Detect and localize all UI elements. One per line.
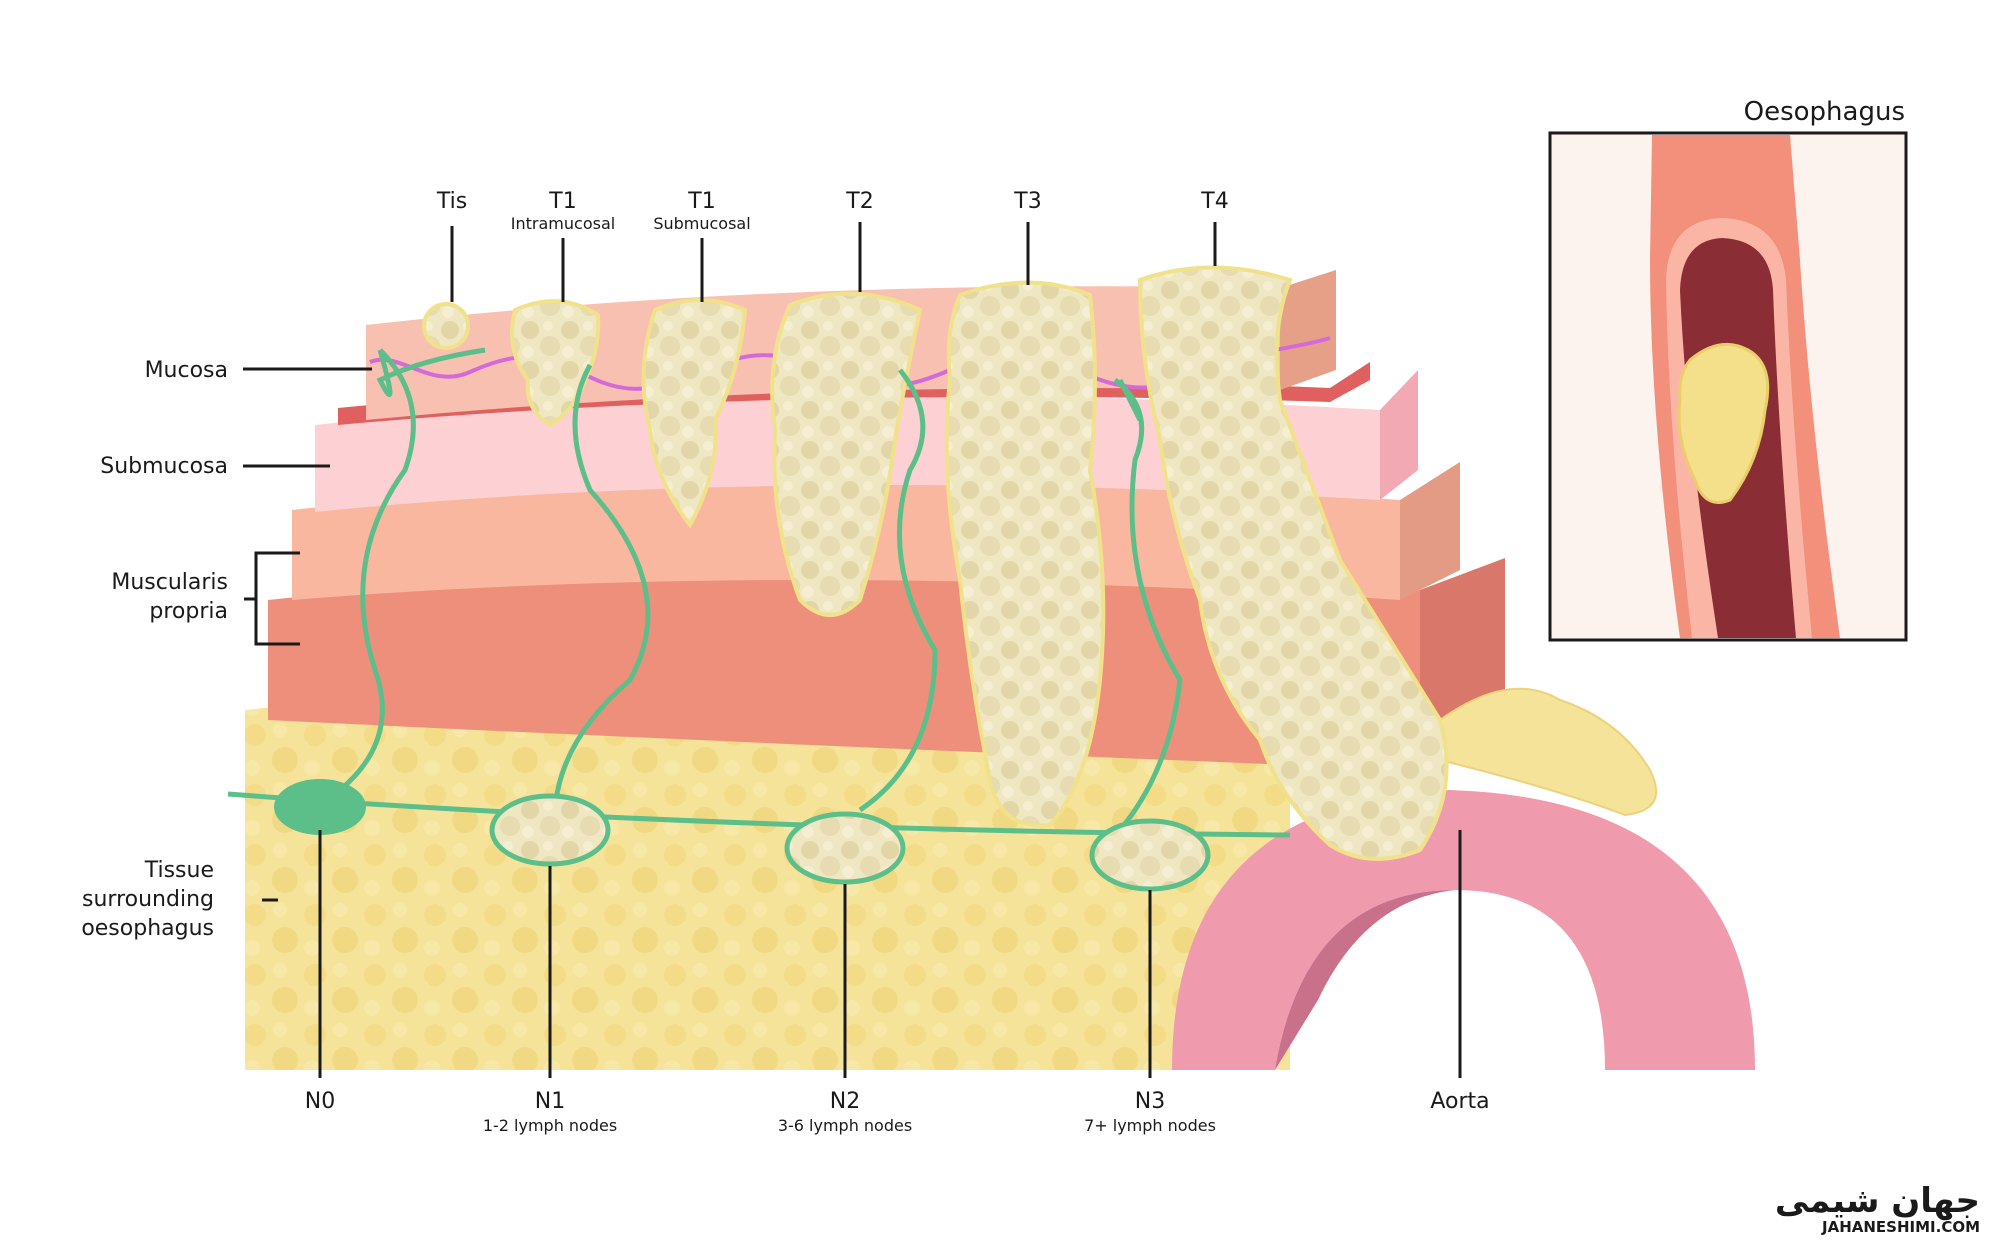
t-stage-t1a-sublabel: Intramucosal — [511, 214, 615, 233]
t-stage-t1b-label: T1 — [687, 189, 715, 214]
n-stage-n0-label: N0 — [305, 1089, 335, 1114]
watermark-arabic: جهان شیمی — [1775, 1181, 1980, 1221]
layer-label-mucosa: Mucosa — [145, 358, 228, 383]
n-stage-n1-sublabel: 1-2 lymph nodes — [483, 1116, 617, 1135]
lymph-node-n1 — [489, 793, 611, 867]
t-stage-tis-label: Tis — [436, 189, 467, 214]
layer-label-submucosa: Submucosa — [100, 454, 228, 479]
aorta-label: Aorta — [1430, 1089, 1489, 1114]
layer-label-muscularis-2: propria — [149, 599, 228, 624]
muscularis-outer-layer — [268, 569, 1420, 770]
layer-label-tissue-3: oesophagus — [81, 916, 214, 941]
tumour-t4 — [1137, 265, 1449, 861]
submucosa-side — [1380, 370, 1418, 500]
tumour-t2 — [770, 291, 923, 617]
oesophagus-inset: Oesophagus — [1548, 97, 1908, 642]
layer-label-tissue-1: Tissue — [144, 858, 214, 883]
n-stage-n3-sublabel: 7+ lymph nodes — [1084, 1116, 1216, 1135]
layer-leaders — [243, 367, 372, 902]
t-stage-t3-label: T3 — [1013, 189, 1041, 214]
n-stage-n2-sublabel: 3-6 lymph nodes — [778, 1116, 912, 1135]
inset-title: Oesophagus — [1744, 97, 1905, 127]
aorta-inner-shade — [1275, 890, 1455, 1070]
lymph-node-n2 — [784, 811, 906, 885]
tumour-tis — [422, 302, 470, 350]
muscularis-inner-side — [1400, 462, 1460, 600]
layer-label-tissue-2: surrounding — [82, 887, 214, 912]
tumour-t3 — [944, 280, 1106, 828]
layer-label-muscularis-1: Muscularis — [111, 570, 228, 595]
t-stage-leaders — [450, 222, 1217, 302]
t-stage-t4-label: T4 — [1200, 189, 1228, 214]
tumours — [422, 265, 1449, 861]
inset-tumour — [1677, 342, 1770, 504]
aorta-vessel — [1172, 790, 1755, 1070]
lymph-node-n0 — [274, 779, 366, 835]
watermark-latin: JAHANESHIMI.COM — [1821, 1218, 1980, 1236]
t-stage-t1a-label: T1 — [548, 189, 576, 214]
t-stage-t2-label: T2 — [845, 189, 873, 214]
t-stage-t1b-sublabel: Submucosal — [653, 214, 750, 233]
tumour-t1-submucosal — [641, 298, 748, 529]
n-stage-n1-label: N1 — [535, 1089, 565, 1114]
mucosa-side — [1280, 270, 1336, 390]
watermark: جهان شیمی JAHANESHIMI.COM — [1775, 1181, 1980, 1236]
n-stage-n2-label: N2 — [830, 1089, 860, 1114]
aortic-fat — [1439, 687, 1658, 817]
n-stage-n3-label: N3 — [1135, 1089, 1165, 1114]
lymph-node-n3 — [1089, 818, 1211, 892]
n-stage-leaders — [318, 830, 1462, 1078]
